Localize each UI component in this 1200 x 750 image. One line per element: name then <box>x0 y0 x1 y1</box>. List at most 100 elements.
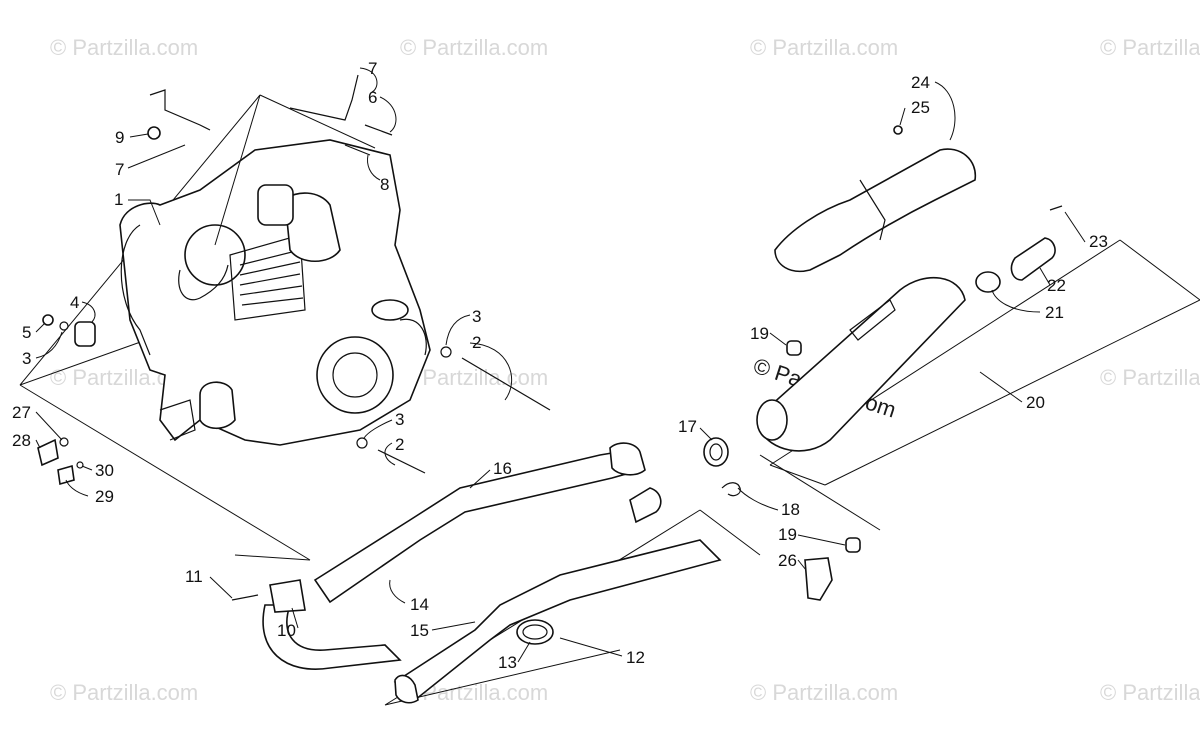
engine-nut-9 <box>147 126 161 140</box>
leader-21 <box>991 289 1041 313</box>
exhaust-clamp-13-inner <box>522 624 548 640</box>
callout-9: 9 <box>115 128 124 147</box>
callout-18: 18 <box>781 500 800 519</box>
muffler-group-frame <box>769 239 1200 486</box>
muffler-inlet <box>756 399 788 441</box>
callout-3: 3 <box>395 410 404 429</box>
callout-15: 15 <box>410 621 429 640</box>
leader-4 <box>81 301 96 323</box>
callout-1: 1 <box>114 190 123 209</box>
callout-26: 26 <box>778 551 797 570</box>
callout-2: 2 <box>472 333 481 352</box>
leader-8 <box>367 154 381 181</box>
engine-washer-30 <box>76 461 84 469</box>
engine-cooling-fins <box>239 249 304 306</box>
engine-washer-3b <box>440 346 452 358</box>
muffler-gasket-17 <box>703 437 729 467</box>
callout-20: 20 <box>1026 393 1045 412</box>
engine-long-bolt-2 <box>461 357 551 411</box>
callout-4: 4 <box>70 293 79 312</box>
callout-7: 7 <box>368 59 377 78</box>
engine-bolt-8 <box>344 144 371 156</box>
watermark-text: © Partzilla.com <box>400 365 548 390</box>
callout-7: 7 <box>115 160 124 179</box>
watermark-text: © Partzilla.com <box>50 35 198 60</box>
leader-27 <box>35 411 63 441</box>
engine-cylinder <box>229 234 306 321</box>
engine-cover-outline <box>120 224 151 356</box>
muffler-screw-25 <box>893 125 903 135</box>
leader-22 <box>1039 267 1051 286</box>
watermark-text: © Partzilla.com <box>1100 35 1200 60</box>
leader-29 <box>65 479 89 497</box>
engine-switch-29 <box>57 464 75 486</box>
leader-11 <box>209 576 233 599</box>
callout-5: 5 <box>22 323 31 342</box>
leader-19a <box>769 332 787 346</box>
watermark-text: © Partzilla.com <box>1100 365 1200 390</box>
callout-19: 19 <box>778 525 797 544</box>
leader-30 <box>81 465 93 471</box>
engine-spacer-4 <box>74 321 96 347</box>
engine-starter <box>284 192 341 262</box>
callout-21: 21 <box>1045 303 1064 322</box>
callout-13: 13 <box>498 653 517 672</box>
engine-oil-filter <box>199 381 236 430</box>
watermark-text: © Partzilla.com <box>750 680 898 705</box>
callout-17: 17 <box>678 417 697 436</box>
callout-30: 30 <box>95 461 114 480</box>
engine-breather <box>371 299 409 321</box>
bracket-group-frame <box>759 454 881 531</box>
muffler-grommet-19a <box>786 340 802 356</box>
callout-12: 12 <box>626 648 645 667</box>
engine-nut-5 <box>42 314 54 326</box>
muffler-shield-seam <box>859 179 886 241</box>
callout-3: 3 <box>22 349 31 368</box>
leader-25 <box>899 107 906 126</box>
muffler-gasket-21 <box>975 271 1001 293</box>
muffler-hanger <box>849 299 896 341</box>
leader-7b <box>127 144 186 169</box>
watermark-text: © Partzilla.com <box>400 35 548 60</box>
muffler-tailpipe-22 <box>1010 237 1056 281</box>
muffler-gasket-17-inner <box>709 443 723 461</box>
callout-19: 19 <box>750 324 769 343</box>
callout-6: 6 <box>368 88 377 107</box>
engine-flywheel-inner <box>332 352 378 398</box>
leader-20 <box>979 371 1023 403</box>
leader-6 <box>379 96 397 133</box>
watermark-text: © Partzilla.com <box>1100 680 1200 705</box>
exhaust-pipes <box>231 442 722 704</box>
exhaust-slip-joint-14 <box>629 487 662 524</box>
muffler-screw-23 <box>1049 205 1063 211</box>
engine-mount-boss <box>159 399 196 441</box>
callout-29: 29 <box>95 487 114 506</box>
leader-10 <box>291 607 299 629</box>
callout-14: 14 <box>410 595 429 614</box>
engine-cylinder-head <box>184 224 246 286</box>
muffler-grommet-19b <box>845 537 861 553</box>
engine-bolt-6 <box>364 124 393 136</box>
engine-wire-harness <box>178 264 229 301</box>
engine-bolt-2 <box>377 449 426 474</box>
leader-26 <box>797 559 807 571</box>
leader-12 <box>559 637 623 657</box>
callout-16: 16 <box>493 459 512 478</box>
callout-23: 23 <box>1089 232 1108 251</box>
engine-side-cover <box>399 318 427 356</box>
callout-27: 27 <box>12 403 31 422</box>
engine-group-frame <box>19 94 376 561</box>
engine-washer-3 <box>59 321 69 331</box>
callout-labels: 1 7 6 8 9 7 4 5 3 3 2 3 2 27 28 30 29 11… <box>12 59 1108 672</box>
engine-washer-3c <box>356 437 368 449</box>
exhaust-clamp-13 <box>516 619 554 645</box>
muffler-body-20 <box>759 276 966 452</box>
callout-28: 28 <box>12 431 31 450</box>
leader-5 <box>35 323 45 333</box>
leader-23 <box>1064 211 1086 243</box>
leader-1 <box>128 199 161 226</box>
callout-2: 2 <box>395 435 404 454</box>
callout-25: 25 <box>911 98 930 117</box>
